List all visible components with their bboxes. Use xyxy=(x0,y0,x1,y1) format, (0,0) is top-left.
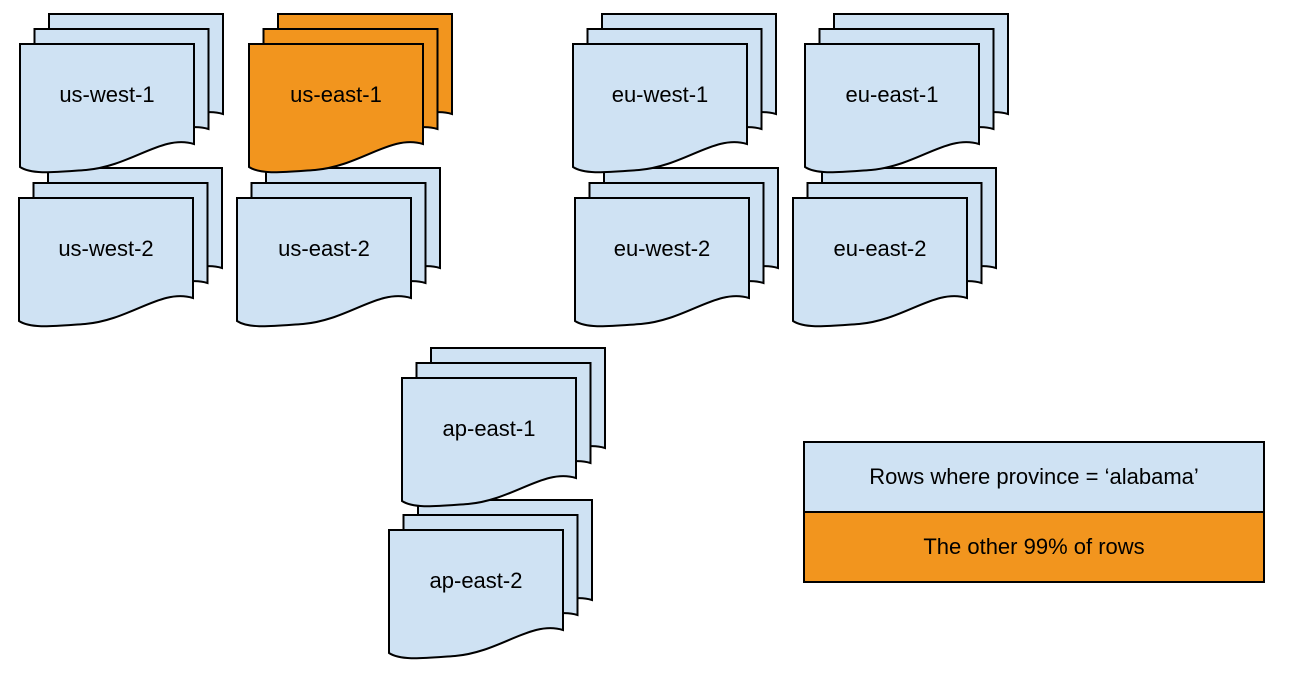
document-stack-icon xyxy=(19,13,224,174)
document-stack-icon xyxy=(236,167,441,328)
document-stack-us-east-1: us-east-1 xyxy=(247,12,455,178)
legend-row-other-rows: The other 99% of rows xyxy=(805,511,1263,581)
document-stack-ap-east-1: ap-east-1 xyxy=(400,346,608,512)
document-stack-icon xyxy=(574,167,779,328)
document-stack-eu-west-1: eu-west-1 xyxy=(571,12,779,178)
document-stack-icon xyxy=(248,13,453,174)
document-stack-icon xyxy=(572,13,777,174)
legend-row-label: The other 99% of rows xyxy=(923,534,1145,559)
document-stack-us-east-2: us-east-2 xyxy=(235,166,443,332)
legend-row-label: Rows where province = ‘alabama’ xyxy=(869,464,1199,489)
document-stack-ap-east-2: ap-east-2 xyxy=(387,498,595,664)
document-stack-eu-west-2: eu-west-2 xyxy=(573,166,781,332)
document-stack-icon xyxy=(804,13,1009,174)
legend: Rows where province = ‘alabama’ The othe… xyxy=(803,441,1265,583)
document-stack-us-west-1: us-west-1 xyxy=(18,12,226,178)
document-stack-icon xyxy=(388,499,593,660)
document-stack-us-west-2: us-west-2 xyxy=(17,166,225,332)
document-stack-icon xyxy=(18,167,223,328)
document-stack-eu-east-1: eu-east-1 xyxy=(803,12,1011,178)
legend-row-alabama: Rows where province = ‘alabama’ xyxy=(805,443,1263,511)
document-stack-icon xyxy=(401,347,606,508)
document-stack-eu-east-2: eu-east-2 xyxy=(791,166,999,332)
document-stack-icon xyxy=(792,167,997,328)
